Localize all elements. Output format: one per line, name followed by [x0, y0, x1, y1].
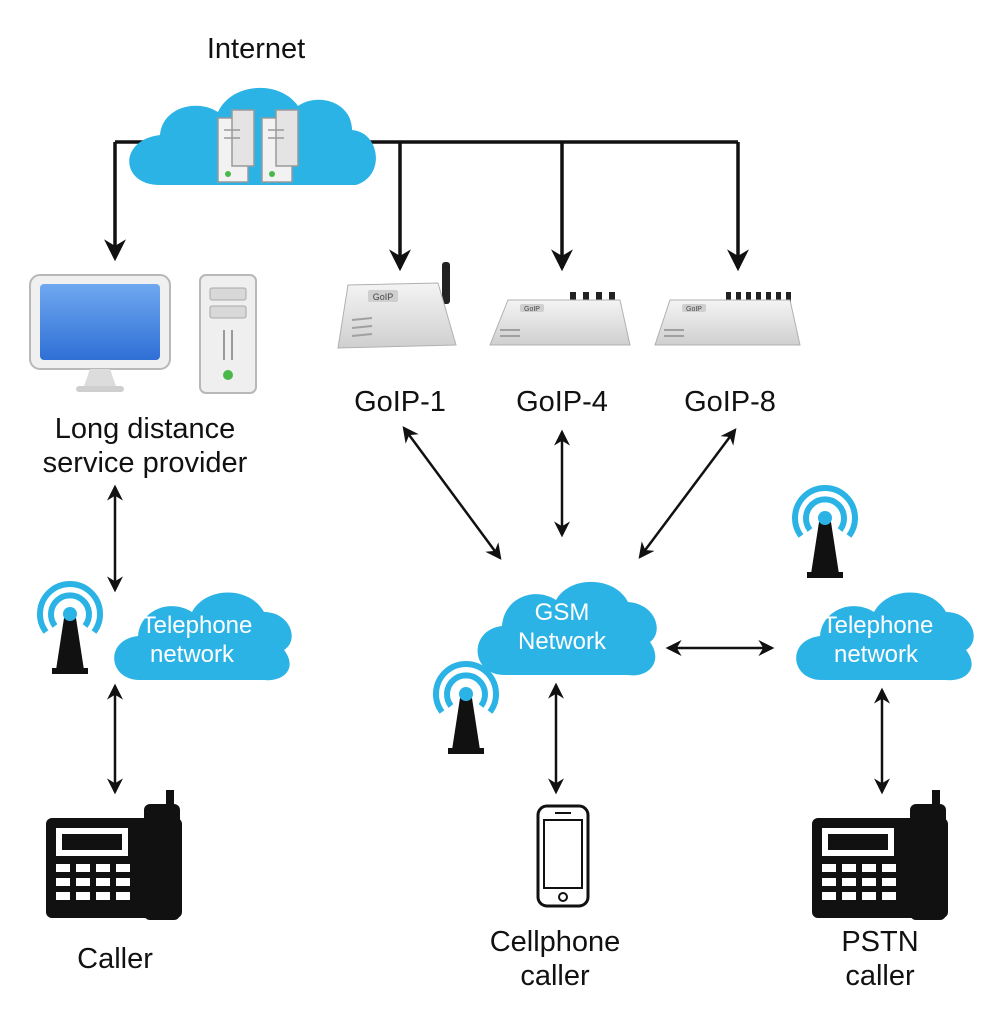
svg-text:network: network	[834, 641, 919, 668]
svg-text:GSM: GSM	[535, 599, 590, 626]
desk-phone-icon	[812, 790, 948, 920]
provider-label-line1: Long distance	[54, 413, 236, 445]
svg-text:GoIP: GoIP	[373, 292, 394, 302]
link-goip8-gsm	[638, 428, 737, 559]
internet-label: Internet	[206, 33, 306, 65]
goip1-label: GoIP-1	[354, 386, 446, 418]
goip-gsm-links	[402, 426, 737, 560]
goip8-label: GoIP-8	[684, 386, 776, 418]
monitor-icon	[29, 274, 171, 392]
svg-text:GoIP: GoIP	[524, 306, 540, 313]
pstn-label-line2: caller	[845, 960, 915, 992]
svg-text:Telephone: Telephone	[823, 612, 934, 639]
server-icon	[217, 109, 299, 183]
cellphone-label-line2: caller	[520, 960, 590, 992]
gsm-network-cloud: GSM Network	[477, 581, 657, 676]
caller-label: Caller	[77, 943, 153, 975]
smartphone-icon	[536, 804, 590, 908]
goip1-device: GoIP	[337, 262, 457, 349]
goip4-device: GoIP	[489, 292, 631, 346]
tower-icon-gsm	[436, 664, 496, 754]
pstn-label-line1: PSTN	[841, 926, 919, 958]
goip8-device: GoIP	[654, 292, 801, 346]
svg-text:network: network	[150, 641, 235, 668]
telephone-network-cloud-left: Telephone network	[114, 592, 292, 681]
cellphone-label-line1: Cellphone	[489, 926, 621, 958]
desk-phone-icon	[46, 790, 182, 920]
right-links	[548, 640, 890, 795]
internet-cloud	[129, 87, 376, 185]
goip4-label: GoIP-4	[516, 386, 608, 418]
pc-tower-icon	[199, 274, 257, 394]
provider-label-line2: service provider	[42, 447, 248, 479]
tower-icon-right	[795, 488, 855, 578]
telephone-network-cloud-right: Telephone network	[796, 592, 974, 681]
link-goip1-gsm	[402, 426, 502, 560]
svg-text:Telephone: Telephone	[142, 612, 253, 639]
svg-text:Network: Network	[518, 628, 607, 655]
svg-text:GoIP: GoIP	[686, 306, 702, 313]
tower-icon-left	[40, 584, 100, 674]
